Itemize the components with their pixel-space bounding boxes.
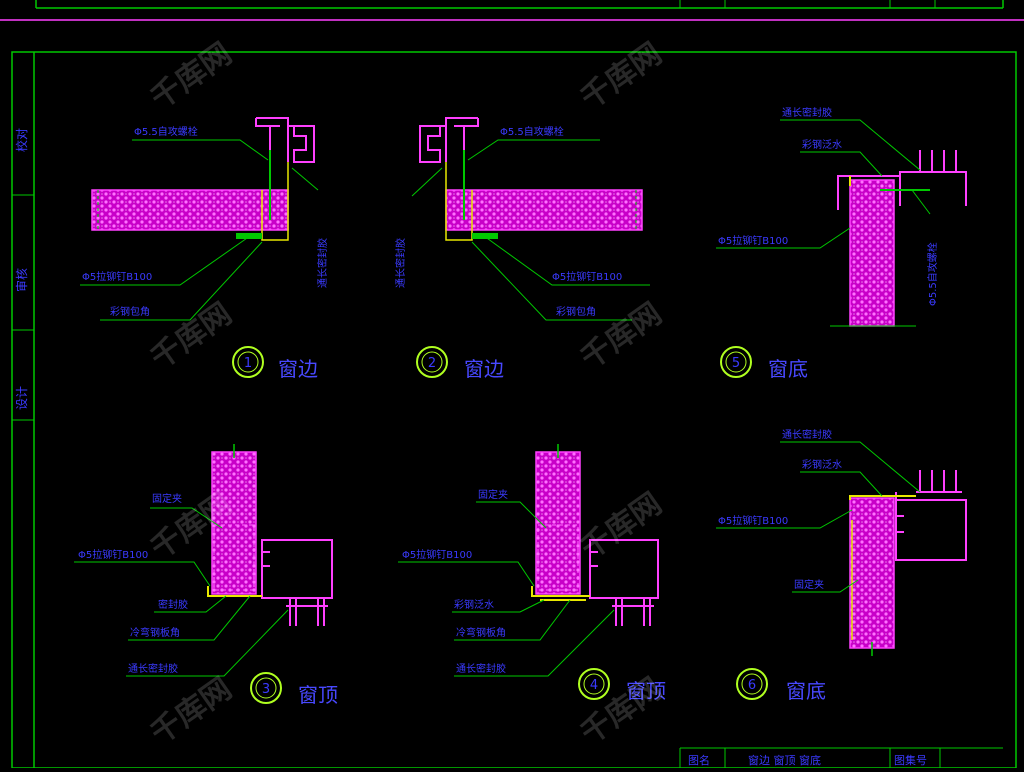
detail-2-label-screw: Φ5.5自攻螺栓: [500, 125, 564, 138]
detail-4-label-angle: 冷弯钢板角: [456, 626, 506, 639]
watermark-text: 千库网: [145, 671, 239, 751]
detail-4-number: 4: [590, 678, 598, 693]
detail-2-callout-circle: [416, 346, 448, 378]
detail-5-number: 5: [732, 356, 740, 371]
corner-flashing: [445, 162, 473, 241]
detail-5-callout-circle: [720, 346, 752, 378]
detail-3-label-angle: 冷弯钢板角: [130, 626, 180, 639]
title-block: 图名 窗边 窗顶 窗底 图集号: [679, 747, 1003, 768]
watermark-text: 千库网: [575, 36, 669, 116]
sandwich-panel: [445, 189, 643, 231]
detail-1-callout-circle: [232, 346, 264, 378]
side-labels: 校对 审核 设计: [14, 128, 29, 410]
title-block-title: 窗边 窗顶 窗底: [748, 753, 821, 767]
detail-2-title: 窗边: [464, 357, 504, 381]
detail-6-label-sealant: 通长密封胶: [782, 428, 832, 441]
detail-2-number: 2: [428, 356, 436, 371]
detail-6-callout-circle: [736, 668, 768, 700]
side-label-review: 审核: [14, 268, 29, 292]
sandwich-panel: [849, 497, 895, 649]
detail-6-label-rivet: Φ5拉铆钉B100: [718, 514, 788, 527]
sill-flashing: [849, 495, 916, 500]
detail-2-label-sealant: 通长密封胶: [394, 238, 407, 288]
detail-3-number: 3: [262, 682, 270, 697]
title-block-atlas-label: 图集号: [894, 753, 927, 767]
detail-2-label-corner: 彩钢包角: [556, 305, 596, 318]
detail-4-label-clip: 固定夹: [478, 488, 508, 501]
detail-4-label-full-sealant: 通长密封胶: [456, 662, 506, 675]
detail-5-window-sill: 通长密封胶 彩钢泛水 Φ5拉铆钉B100 Φ5.5自攻螺栓 5 窗底: [716, 106, 967, 381]
drawing-frame: [11, 51, 1017, 769]
corner-flashing: [261, 162, 289, 241]
detail-6-label-flashing: 彩钢泛水: [802, 458, 842, 471]
detail-3-label-full-sealant: 通长密封胶: [128, 662, 178, 675]
detail-3-label-rivet: Φ5拉铆钉B100: [78, 548, 148, 561]
detail-5-label-sealant: 通长密封胶: [782, 106, 832, 119]
detail-4-label-rivet: Φ5拉铆钉B100: [402, 548, 472, 561]
watermark-text: 千库网: [145, 296, 239, 376]
detail-3-window-head: 固定夹 Φ5拉铆钉B100 密封胶 冷弯钢板角 通长密封胶 3 窗顶: [74, 444, 338, 707]
detail-5-label-screw: Φ5.5自攻螺栓: [926, 242, 939, 306]
detail-5-label-rivet: Φ5拉铆钉B100: [718, 234, 788, 247]
watermark-text: 千库网: [575, 671, 669, 751]
window-frame-profile: [589, 539, 659, 626]
detail-4-window-head: 固定夹 Φ5拉铆钉B100 彩钢泛水 冷弯钢板角 通长密封胶 4 窗顶: [398, 444, 666, 703]
watermarks: 千库网 千库网 千库网 千库网 千库网 千库网 千库网 千库网: [145, 36, 669, 751]
detail-6-number: 6: [748, 678, 756, 693]
detail-5-label-flashing: 彩钢泛水: [802, 138, 842, 151]
detail-4-title: 窗顶: [626, 679, 666, 703]
detail-3-label-clip: 固定夹: [152, 492, 182, 505]
side-label-check: 校对: [14, 128, 29, 152]
detail-4-label-flashing: 彩钢泛水: [454, 598, 494, 611]
side-label-design: 设计: [15, 386, 29, 410]
watermark-text: 千库网: [575, 486, 669, 566]
detail-6-title: 窗底: [786, 679, 826, 703]
top-sheet-frame: [0, 0, 1024, 21]
detail-5-title: 窗底: [768, 357, 808, 381]
detail-3-label-sealant: 密封胶: [158, 598, 188, 611]
detail-4-callout-circle: [578, 668, 610, 700]
window-frame-profile: [895, 499, 967, 561]
watermark-text: 千库网: [145, 36, 239, 116]
detail-1-window-side: Φ5.5自攻螺栓 通长密封胶 Φ5拉铆钉B100 彩钢包角 1 窗边: [80, 117, 329, 381]
detail-2-label-rivet: Φ5拉铆钉B100: [552, 270, 622, 283]
detail-1-title: 窗边: [278, 357, 318, 381]
detail-1-label-corner: 彩钢包角: [110, 305, 150, 318]
detail-6-label-clip: 固定夹: [794, 578, 824, 591]
sandwich-panel: [211, 451, 257, 595]
window-frame-profile: [419, 117, 479, 190]
detail-6-window-sill: 通长密封胶 彩钢泛水 Φ5拉铆钉B100 固定夹 6 窗底: [716, 428, 967, 703]
sandwich-panel: [535, 451, 581, 595]
corner-angle: [207, 586, 262, 597]
title-block-name-label: 图名: [688, 753, 710, 767]
corner-angle: [531, 586, 590, 601]
detail-1-number: 1: [244, 356, 252, 371]
detail-1-label-screw: Φ5.5自攻螺栓: [134, 125, 198, 138]
detail-1-label-sealant: 通长密封胶: [316, 238, 329, 288]
window-frame-profile: [255, 117, 315, 190]
detail-1-label-rivet: Φ5拉铆钉B100: [82, 270, 152, 283]
detail-3-callout-circle: [250, 672, 282, 704]
detail-2-window-side: Φ5.5自攻螺栓 通长密封胶 Φ5拉铆钉B100 彩钢包角 2 窗边: [394, 117, 650, 381]
sandwich-panel: [91, 189, 289, 231]
detail-3-title: 窗顶: [298, 683, 338, 707]
sandwich-panel: [849, 179, 895, 327]
window-frame-profile: [261, 539, 333, 626]
